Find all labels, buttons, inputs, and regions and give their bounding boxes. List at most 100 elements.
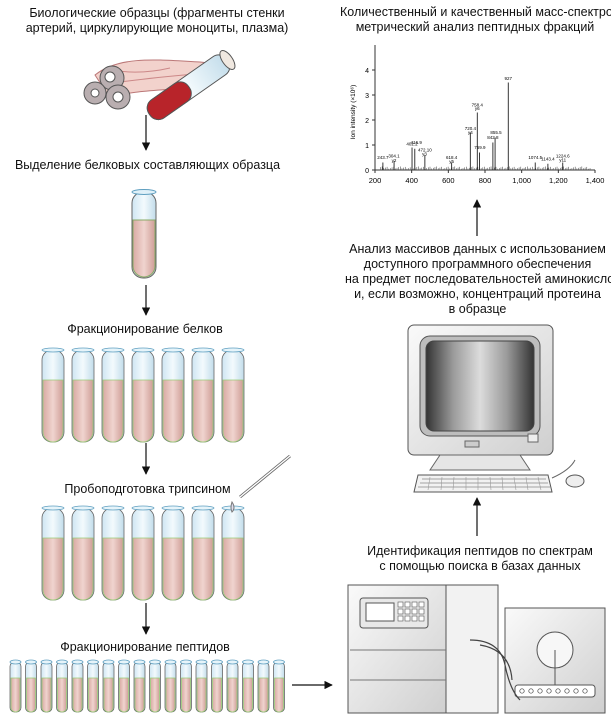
identification-label: Идентификация пептидов по спектрам с пом… (367, 544, 593, 573)
x-tick-label: 200 (369, 176, 382, 185)
keyboard-icon (413, 474, 553, 493)
pipette-icon (230, 454, 291, 513)
peak-label: 1074.5 (528, 155, 542, 160)
port (555, 688, 561, 694)
port (582, 688, 588, 694)
peak-label: 618.4 (446, 155, 458, 160)
spectrum-peaks (380, 82, 591, 170)
tube-6 (191, 505, 215, 601)
tube-2 (71, 347, 95, 443)
key (418, 615, 425, 622)
extraction-label: Выделение белковых составляющих образца (14, 158, 281, 172)
peak-label: 1224.6 (556, 154, 570, 159)
tube-12 (180, 659, 192, 713)
mouse-icon (565, 474, 585, 488)
y-tick-label: 3 (365, 93, 369, 100)
tube-2 (71, 505, 95, 601)
peak-label: 304.1 (388, 154, 400, 159)
peak-label: 842.8 (487, 135, 499, 140)
peak-label: 416.9 (411, 140, 423, 145)
protein-fractionation-label: Фракционирование белков (67, 322, 223, 336)
peak-label: 927 (505, 76, 513, 81)
tube-5 (161, 347, 185, 443)
tube-10 (149, 659, 161, 713)
key (418, 608, 425, 615)
tube-7 (221, 505, 245, 601)
port (573, 688, 579, 694)
key (411, 615, 418, 622)
port (537, 688, 543, 694)
protein-fraction-tubes (41, 347, 245, 443)
tube-3 (101, 505, 125, 601)
tube-15 (226, 659, 239, 713)
mass-spec-label: Количественный и качественный масс-спект… (340, 5, 611, 34)
peak-label: y11 (559, 157, 566, 162)
tube-6 (87, 659, 99, 713)
trypsin-tubes (41, 505, 245, 601)
peak-label: 402.2 (406, 142, 418, 147)
tube-7 (102, 659, 115, 713)
peak-label: 758.4 (472, 102, 484, 107)
port (546, 688, 552, 694)
x-tick-label: 800 (479, 176, 492, 185)
analysis-label: Анализ массивов данных с использованием … (345, 242, 611, 316)
tube-4 (131, 505, 155, 601)
y-tick-label: 1 (365, 143, 369, 150)
key (404, 615, 411, 622)
tube-3 (101, 347, 125, 443)
peptide-fraction-tubes (9, 659, 285, 713)
peak-label: y6 (475, 106, 480, 111)
key (418, 601, 425, 608)
tube-5 (161, 505, 185, 601)
port (564, 688, 570, 694)
tube-4 (56, 659, 68, 713)
trypsin-label: Пробоподготовка трипсином (64, 482, 231, 496)
samples-label: Биологические образцы (фрагменты стенки … (25, 6, 289, 35)
keypad (397, 601, 425, 622)
tube-16 (242, 659, 254, 713)
tube-18 (273, 659, 285, 713)
ports (519, 688, 588, 694)
blood-tube (146, 50, 236, 121)
tube-1 (9, 659, 22, 713)
peak-label: y5 (449, 159, 454, 164)
peak-label: 720.4 (465, 126, 477, 131)
monocyte-cells (83, 65, 131, 110)
tube-14 (211, 659, 223, 713)
computer-icon (407, 324, 585, 493)
y-tick-label: 2 (365, 118, 369, 125)
peak-label: y4 (468, 130, 473, 135)
tube-8 (118, 659, 130, 713)
port (528, 688, 534, 694)
x-tick-label: 1,400 (586, 176, 605, 185)
tube-4 (131, 347, 155, 443)
tube-13 (195, 659, 208, 713)
peptide-fractionation-label: Фракционирование пептидов (60, 640, 230, 654)
x-tick-label: 600 (442, 176, 455, 185)
peak-label: 243.7 (377, 155, 389, 160)
x-tick-label: 1,200 (549, 176, 568, 185)
tube-3 (40, 659, 53, 713)
key (404, 608, 411, 615)
peak-label: y3 (422, 152, 427, 157)
tube-17 (257, 659, 270, 713)
tube-11 (164, 659, 177, 713)
key (411, 608, 418, 615)
key (397, 601, 404, 608)
y-tick-label: 4 (365, 68, 369, 75)
extraction-tube (131, 189, 157, 279)
tube-1 (41, 505, 65, 601)
tube-6 (191, 347, 215, 443)
peak-label: 472.10 (418, 147, 432, 152)
peak-label: 855.5 (490, 130, 502, 135)
key (397, 615, 404, 622)
tube-1 (41, 347, 65, 443)
x-tick-label: 1,000 (512, 176, 531, 185)
samples-illustration (83, 50, 236, 121)
key (404, 601, 411, 608)
